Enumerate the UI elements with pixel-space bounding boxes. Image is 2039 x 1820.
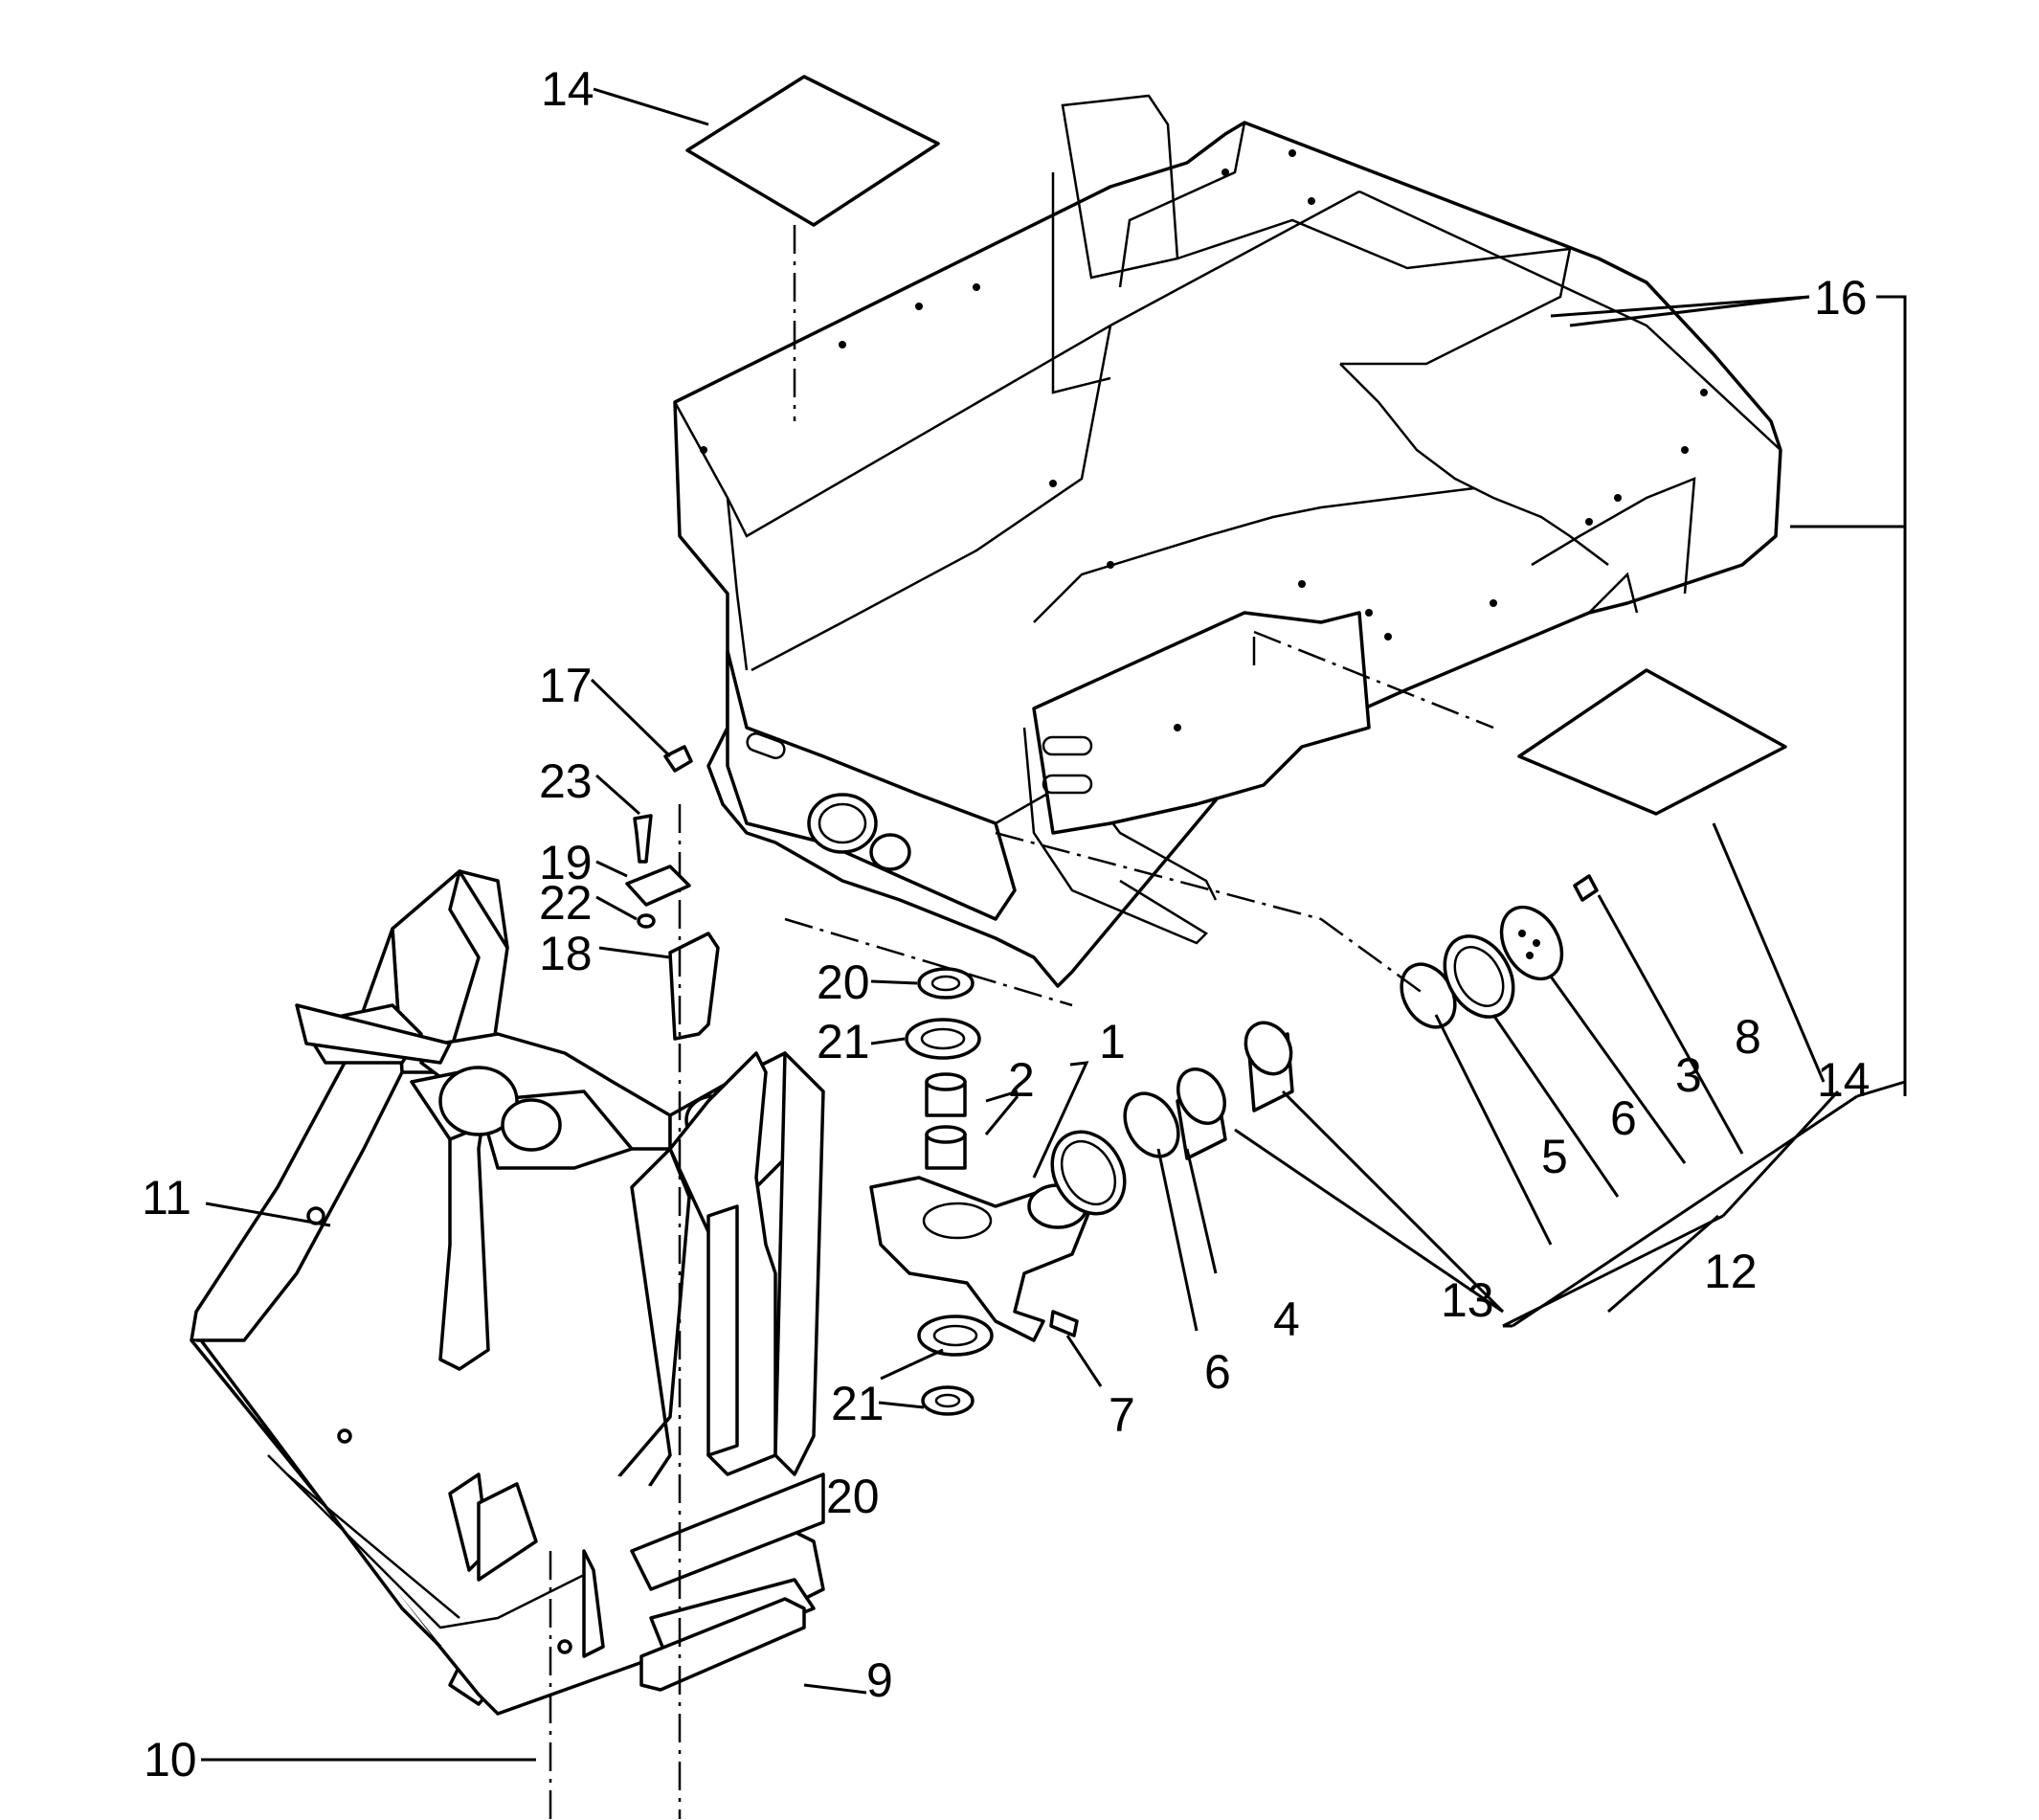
callout-12: 12 — [1704, 1245, 1758, 1298]
callout-16: 16 — [1814, 271, 1868, 325]
callout-8: 8 — [1735, 1010, 1761, 1064]
washer-20-top — [917, 967, 975, 1000]
bolt-23 — [633, 814, 653, 864]
callout-17: 17 — [539, 659, 593, 712]
callout-6-left: 6 — [1204, 1345, 1231, 1399]
callout-7: 7 — [1109, 1388, 1135, 1442]
callout-1: 1 — [1099, 1015, 1126, 1068]
seal-6-right — [1443, 934, 1515, 1019]
callout-22: 22 — [539, 876, 593, 930]
callout-14-right: 14 — [1817, 1053, 1871, 1107]
washer-22 — [637, 913, 656, 929]
callout-labels: 14 16 17 23 19 22 18 20 21 2 1 11 21 20 … — [142, 62, 1871, 1786]
callout-21-top: 21 — [817, 1015, 870, 1068]
callout-18: 18 — [539, 927, 593, 980]
pivot-pin — [668, 932, 720, 1041]
callout-9: 9 — [866, 1653, 893, 1707]
grease-fitting-7 — [1049, 1310, 1079, 1337]
upper-frame — [673, 94, 1782, 988]
callout-23: 23 — [539, 754, 593, 808]
plate-19 — [625, 865, 691, 907]
callout-11: 11 — [142, 1171, 191, 1225]
pad-right — [1517, 668, 1787, 816]
bolt-8 — [1573, 874, 1599, 902]
callout-19: 19 — [539, 836, 593, 889]
callout-5: 5 — [1541, 1130, 1568, 1183]
washer-20-bottom — [921, 1385, 975, 1416]
callout-21-bottom: 21 — [831, 1377, 885, 1430]
fitting-17 — [663, 745, 693, 773]
callout-2: 2 — [1008, 1053, 1035, 1107]
leader-lines — [201, 87, 1907, 1762]
pad-top — [685, 75, 940, 227]
callout-20-top: 20 — [817, 955, 870, 1009]
cap-3 — [1499, 905, 1564, 981]
seal-6-left — [1050, 1130, 1127, 1216]
callout-13: 13 — [1441, 1273, 1494, 1327]
callout-14-top: 14 — [541, 62, 594, 116]
callout-6-right: 6 — [1610, 1091, 1637, 1145]
seal-21-bottom — [917, 1314, 994, 1357]
callout-4: 4 — [1273, 1292, 1300, 1346]
callout-10: 10 — [144, 1733, 197, 1786]
seal-21-top — [905, 1018, 981, 1060]
lower-frame — [190, 869, 825, 1716]
callout-3: 3 — [1675, 1048, 1702, 1102]
ring-4 — [1123, 1091, 1180, 1158]
callout-20-bottom: 20 — [826, 1470, 880, 1523]
